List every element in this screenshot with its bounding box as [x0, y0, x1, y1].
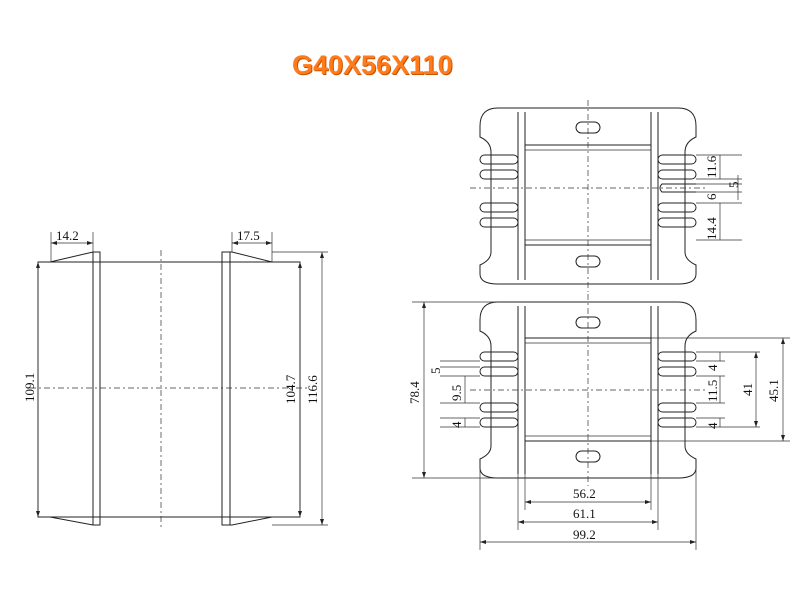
- dim-116-6: 116.6: [305, 375, 320, 404]
- dim-9-5: 9.5: [449, 385, 464, 401]
- dim-99-2: 99.2: [573, 527, 596, 542]
- dim-56-2: 56.2: [573, 486, 596, 501]
- dim-109-1: 109.1: [22, 373, 37, 402]
- bottom-view: 78.4 5 9.5 4 4 11.5 4 41 45.1: [407, 294, 790, 550]
- top-view: 11.6 5 6 14.4: [470, 100, 742, 292]
- dim-61-1: 61.1: [573, 506, 596, 521]
- dim-5-left: 5: [428, 368, 443, 375]
- dim-14-2: 14.2: [56, 228, 79, 243]
- dim-17-5: 17.5: [237, 228, 260, 243]
- dim-78-4: 78.4: [407, 381, 422, 404]
- dim-5-top: 5: [726, 182, 741, 189]
- dim-11-5: 11.5: [705, 380, 720, 402]
- dim-45-1: 45.1: [766, 379, 781, 402]
- dim-4-left: 4: [449, 421, 464, 428]
- dimension-arrows: [36, 241, 785, 544]
- drawing-title: G40X56X110: [292, 50, 453, 80]
- dim-14-4: 14.4: [704, 217, 719, 240]
- dim-11-6: 11.6: [704, 155, 719, 178]
- dim-41: 41: [740, 383, 755, 396]
- dim-104-7: 104.7: [283, 374, 298, 404]
- side-view: 14.2 17.5 109.1 104.7 116.6: [22, 228, 328, 530]
- dim-6: 6: [704, 193, 719, 200]
- dim-4-right-bottom: 4: [705, 422, 720, 429]
- dim-4-right-top: 4: [705, 364, 720, 371]
